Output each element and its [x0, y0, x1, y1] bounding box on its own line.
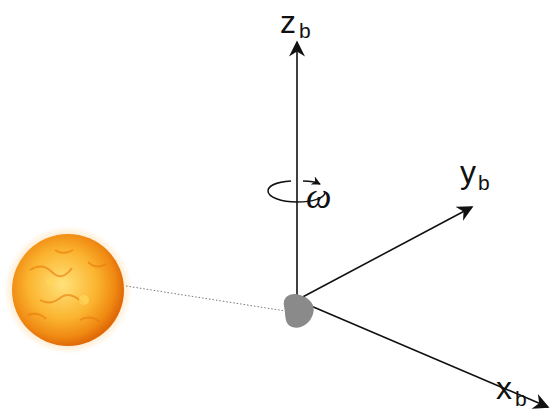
x-axis [297, 300, 548, 407]
axis-subscript: b [299, 20, 311, 41]
axis-subscript: b [515, 388, 527, 409]
axis-label: x [496, 372, 512, 404]
axis-label: z [280, 6, 296, 38]
spacecraft-body [284, 294, 314, 328]
z-axis [296, 42, 298, 300]
axis-label: y [460, 156, 476, 188]
sun-direction-line [126, 286, 292, 312]
sun-illustration [4, 226, 132, 354]
angular-rate-symbol: ω [306, 178, 331, 214]
y-axis [297, 207, 472, 300]
axis-subscript: b [478, 172, 490, 193]
